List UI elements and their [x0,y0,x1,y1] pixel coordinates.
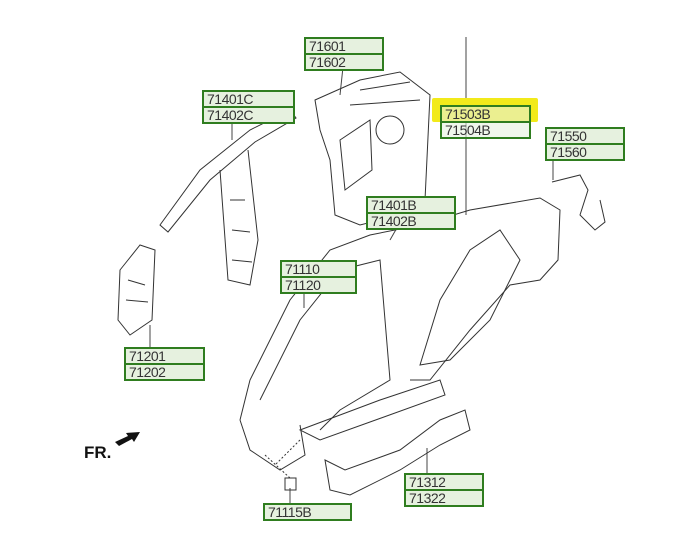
callout-71503b-71504b[interactable]: 71503B 71504B [440,105,531,139]
part-number[interactable]: 71401B [371,198,417,212]
part-number[interactable]: 71601 [309,39,346,53]
rear-bracket-part [551,174,606,231]
callout-71401c-71402c[interactable]: 71401C 71402C [202,90,295,124]
part-number[interactable]: 71550 [550,129,587,143]
part-number[interactable]: 71312 [409,475,446,489]
sill-part [324,409,471,496]
part-number[interactable]: 71110 [285,262,320,276]
callout-71601-71602[interactable]: 71601 71602 [304,37,384,71]
part-number[interactable]: 71401C [207,92,254,106]
callout-71401b-71402b[interactable]: 71401B 71402B [366,196,456,230]
part-number[interactable]: 71202 [126,363,203,379]
small-bracket-part [264,439,301,491]
front-direction-label: FR. [84,443,112,462]
callout-71110-71120[interactable]: 71110 71120 [280,260,357,294]
part-number[interactable]: 71503B [445,107,491,121]
part-number[interactable]: 71120 [282,276,355,292]
part-number[interactable]: 71602 [306,53,382,69]
part-number[interactable]: 71560 [547,143,623,159]
part-number[interactable]: 71115B [268,505,312,519]
part-number[interactable]: 71504B [442,121,529,137]
front-pillar-lower-part [117,244,156,336]
part-number[interactable]: 71201 [129,349,166,363]
callout-71312-71322[interactable]: 71312 71322 [404,473,484,507]
part-number[interactable]: 71402C [204,106,293,122]
side-outer-part [239,197,561,471]
callout-71550-71560[interactable]: 71550 71560 [545,127,625,161]
front-pillar-inner-part [159,109,297,286]
part-number[interactable]: 71322 [406,489,482,505]
front-direction-arrow-icon [115,432,140,446]
part-number[interactable]: 71402B [368,212,454,228]
callout-71115b[interactable]: 71115B [263,503,352,521]
callout-71201-71202[interactable]: 71201 71202 [124,347,205,381]
